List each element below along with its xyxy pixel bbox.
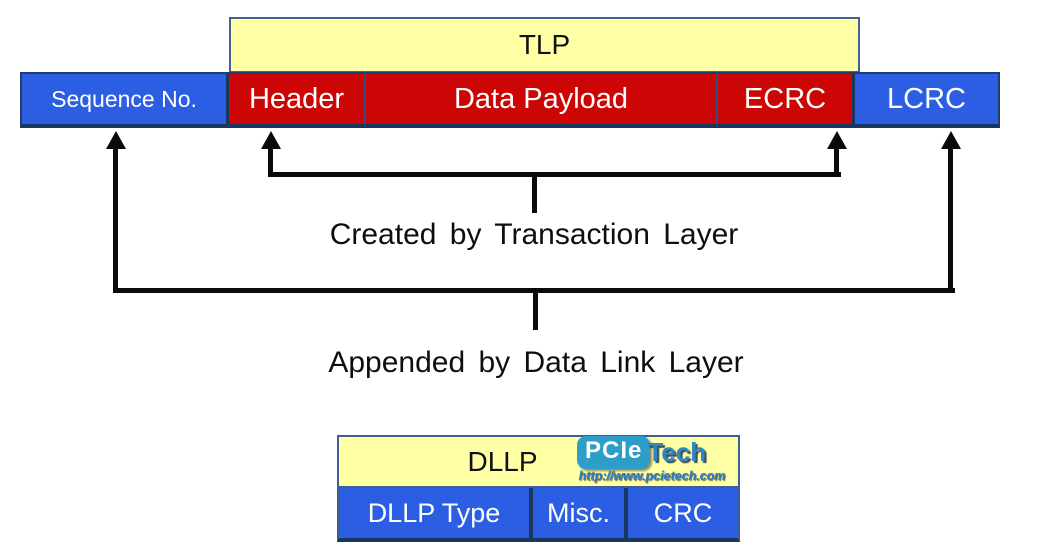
cell-crc-label: CRC bbox=[653, 497, 713, 528]
cell-lcrc-label: LCRC bbox=[887, 82, 966, 115]
arrow-up-sequence-no-icon bbox=[106, 131, 126, 149]
cell-lcrc: LCRC bbox=[855, 74, 998, 124]
cell-data-payload-label: Data Payload bbox=[453, 82, 629, 115]
bracket-transaction-hline bbox=[268, 172, 841, 177]
cell-dllp-type-label: DLLP Type bbox=[367, 497, 501, 528]
pcietech-logo-wordmark: PCIe Tech bbox=[577, 436, 727, 469]
dllp-table: DLLP DLLP Type Misc. CRC bbox=[337, 435, 740, 542]
bracket-datalink-right-shaft bbox=[948, 147, 953, 293]
bracket-transaction-left-shaft bbox=[268, 147, 273, 177]
arrow-up-header-icon bbox=[261, 131, 281, 149]
cell-sequence-no: Sequence No. bbox=[22, 74, 229, 124]
packet-row: Sequence No. Header Data Payload ECRC LC… bbox=[20, 72, 1000, 128]
arrow-up-ecrc-icon bbox=[827, 131, 847, 149]
cell-misc-label: Misc. bbox=[547, 497, 610, 528]
dllp-title: DLLP bbox=[467, 445, 538, 477]
annotation-appended-by-data-link-layer: Appended by Data Link Layer bbox=[328, 346, 744, 379]
cell-crc: CRC bbox=[628, 488, 738, 538]
bracket-transaction-stem bbox=[532, 177, 537, 213]
tech-wordmark: Tech bbox=[647, 437, 707, 467]
pcietech-logo: PCIe Tech http://www.pcietech.com bbox=[577, 436, 727, 483]
cell-data-payload: Data Payload bbox=[366, 74, 718, 124]
cell-misc: Misc. bbox=[533, 488, 628, 538]
dllp-body-row: DLLP Type Misc. CRC bbox=[339, 488, 738, 538]
dllp-header-row: DLLP bbox=[339, 437, 738, 488]
arrow-up-lcrc-icon bbox=[941, 131, 961, 149]
cell-dllp-type: DLLP Type bbox=[339, 488, 533, 538]
cell-header-label: Header bbox=[248, 82, 345, 115]
pcietech-url: http://www.pcietech.com bbox=[578, 469, 726, 483]
bracket-datalink-stem bbox=[533, 293, 538, 330]
annotation-created-by-transaction-layer: Created by Transaction Layer bbox=[329, 218, 739, 251]
bracket-transaction-right-shaft bbox=[834, 147, 839, 177]
tlp-span-box: TLP bbox=[229, 17, 860, 73]
pcie-badge-icon: PCIe bbox=[577, 436, 651, 469]
bracket-datalink-hline bbox=[113, 288, 955, 293]
cell-ecrc: ECRC bbox=[718, 74, 855, 124]
cell-header: Header bbox=[229, 74, 366, 124]
tlp-label: TLP bbox=[518, 29, 571, 60]
cell-ecrc-label: ECRC bbox=[743, 82, 827, 115]
cell-sequence-no-label: Sequence No. bbox=[51, 85, 197, 112]
bracket-datalink-left-shaft bbox=[113, 147, 118, 293]
